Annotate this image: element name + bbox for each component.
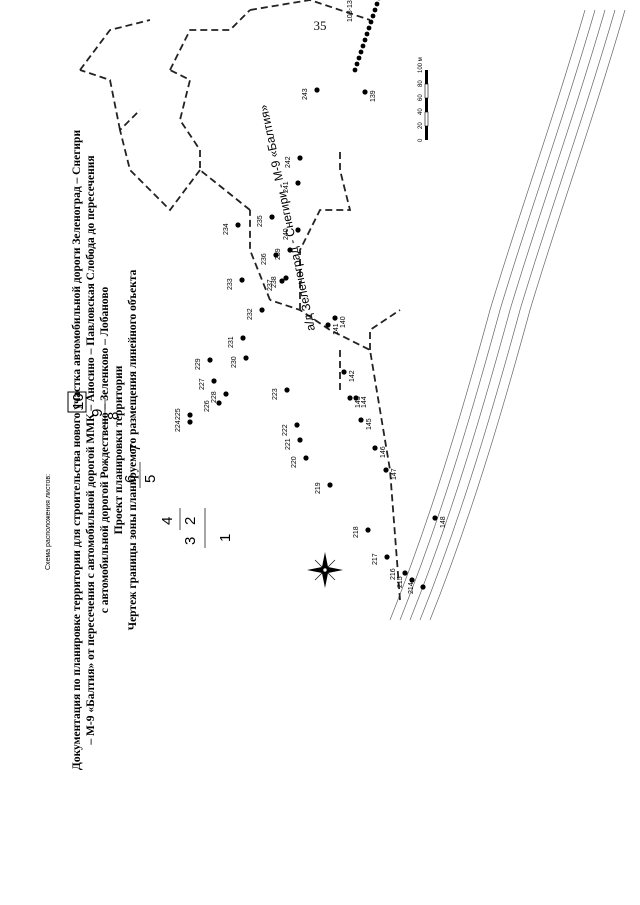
point-218: 218 — [353, 526, 360, 538]
point-146: 146 — [380, 446, 387, 458]
point-215: 215 — [397, 576, 404, 588]
point-148: 148 — [440, 516, 447, 528]
point-229: 229 — [195, 358, 202, 370]
point-217: 217 — [372, 553, 379, 565]
scale-bar: 0 20 40 60 80 100 м — [418, 57, 429, 142]
point-224: 224 — [175, 420, 182, 432]
scale-tick-100: 100 м — [418, 57, 424, 73]
point-222: 222 — [282, 424, 289, 436]
point-234: 234 — [223, 223, 230, 235]
sheet-9: 9 — [89, 409, 106, 417]
point-144: 144 — [361, 396, 368, 408]
sheet-5: 5 — [142, 475, 159, 483]
sheet-2: 2 — [182, 517, 199, 525]
title-line-3: с автомобильной дорогой Рождествено – Зе… — [99, 286, 111, 613]
point-239: 239 — [275, 248, 282, 260]
survey-points: 214 215 216 217 218 219 220 221 222 223 … — [175, 87, 447, 594]
point-214: 214 — [408, 582, 415, 594]
point-233: 233 — [227, 278, 234, 290]
scale-tick-60: 60 — [418, 94, 424, 101]
point-237: 237 — [267, 279, 274, 291]
title-line-2: – М-9 «Балтия» от пересечения с автомоби… — [85, 155, 97, 745]
point-226: 226 — [204, 400, 211, 412]
page-number: 35 — [313, 18, 327, 33]
point-236: 236 — [261, 253, 268, 265]
sheet-10: 10 — [70, 393, 87, 410]
point-220: 220 — [291, 456, 298, 468]
point-143: 143 — [355, 396, 362, 408]
point-241: 241 — [283, 181, 290, 193]
point-221: 221 — [285, 438, 292, 450]
sheet-8: 8 — [105, 412, 122, 420]
point-140: 140 — [340, 316, 347, 328]
point-216: 216 — [390, 568, 397, 580]
point-139: 139 — [370, 90, 377, 102]
title-line-1: Документация по планировке территории дл… — [71, 130, 83, 771]
point-147: 147 — [391, 468, 398, 480]
point-141: 141 — [333, 323, 340, 335]
sheet-6: 6 — [122, 475, 139, 483]
compass-rose-icon — [307, 552, 343, 588]
sheet-4: 4 — [159, 517, 176, 525]
scale-tick-20: 20 — [418, 122, 424, 129]
sheet-scheme-title: Схема расположения листов: — [45, 474, 52, 570]
point-228: 228 — [211, 391, 218, 403]
road-label: а/д Зеленоград - Снегири - М-9 «Балтия» — [256, 103, 318, 332]
sheet-7: 7 — [127, 444, 144, 452]
scale-tick-80: 80 — [418, 80, 424, 87]
scale-tick-0: 0 — [418, 138, 424, 142]
sheet-scheme: Схема расположения листов: 1 2 3 4 5 6 7… — [45, 391, 234, 570]
point-232: 232 — [247, 308, 254, 320]
point-240: 240 — [283, 228, 290, 240]
title-line-5: Чертеж границы зоны планируемого размеще… — [127, 269, 139, 630]
point-227: 227 — [199, 378, 206, 390]
dense-points — [352, 0, 382, 73]
scale-tick-40: 40 — [418, 108, 424, 115]
point-145: 145 — [366, 418, 373, 430]
point-231: 231 — [228, 336, 235, 348]
point-243: 243 — [302, 88, 309, 100]
point-242: 242 — [285, 156, 292, 168]
point-142: 142 — [349, 370, 356, 382]
point-230: 230 — [231, 356, 238, 368]
point-223: 223 — [272, 388, 279, 400]
zone-boundary — [79, 0, 401, 601]
range-label: 103-132 — [347, 0, 354, 22]
point-219: 219 — [315, 482, 322, 494]
road-lines — [389, 9, 626, 621]
sheet-1: 1 — [217, 534, 234, 542]
sheet-3: 3 — [182, 537, 199, 545]
title-line-4: Проект планировки территории — [113, 365, 125, 534]
point-238: 238 — [271, 276, 278, 288]
point-225: 225 — [175, 408, 182, 420]
point-235: 235 — [257, 215, 264, 227]
